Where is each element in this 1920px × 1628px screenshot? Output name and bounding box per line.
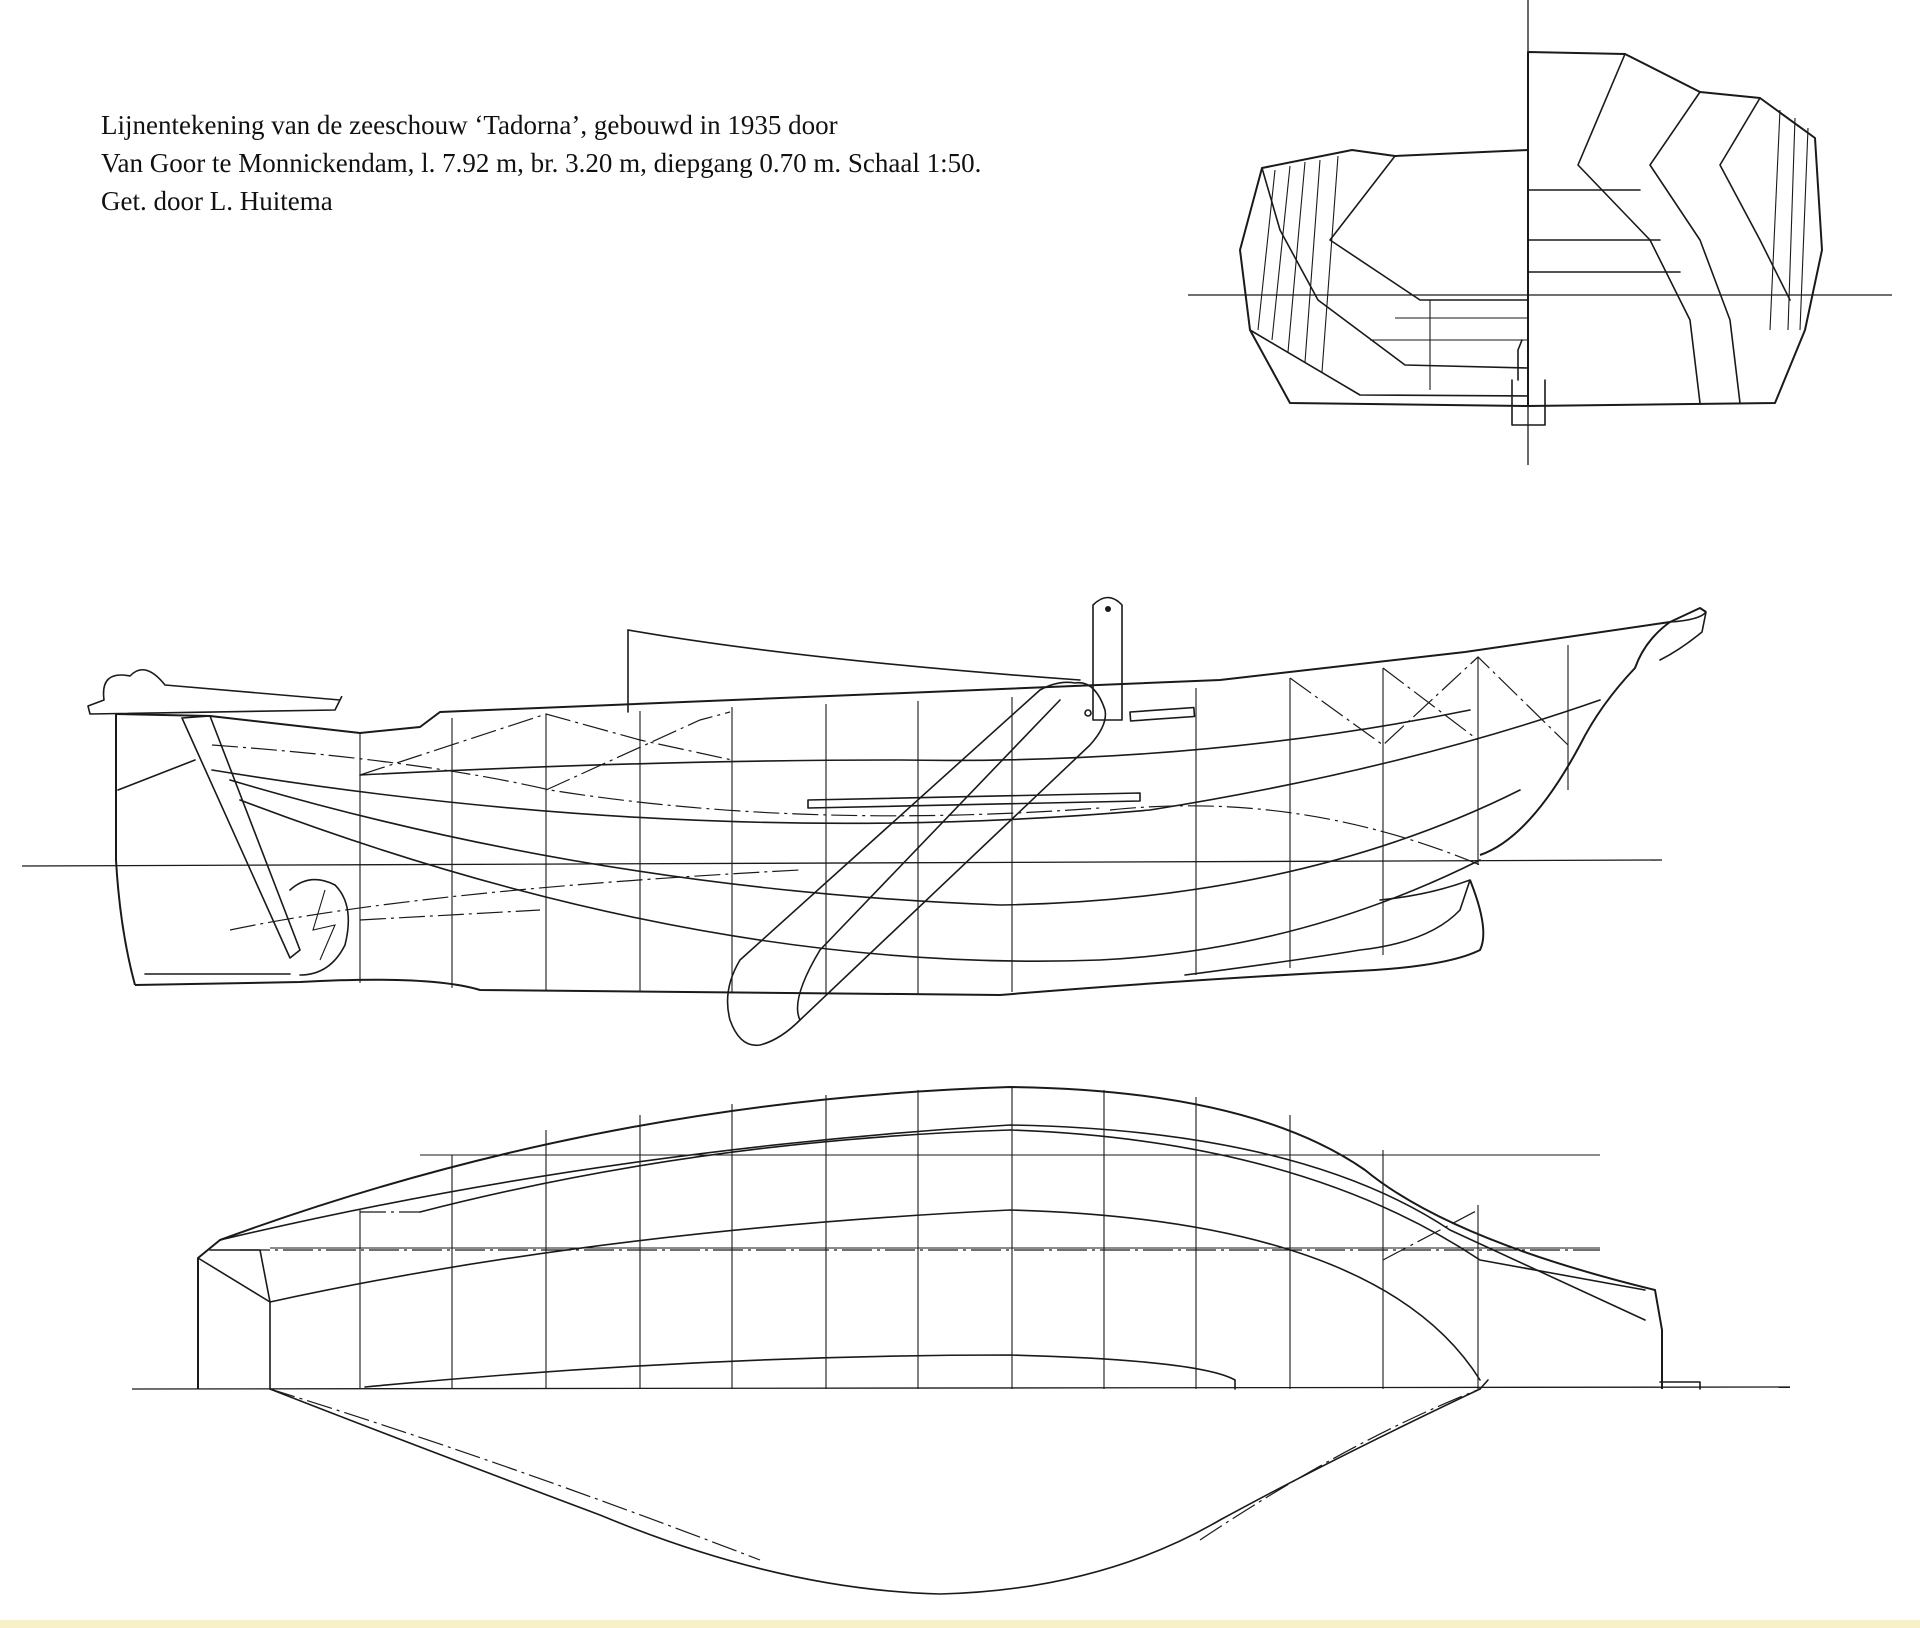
rudder-stock <box>181 715 301 959</box>
mast-tabernacle <box>1092 596 1123 721</box>
profile-waterline <box>21 859 1663 867</box>
stern-hatch-5 <box>1321 155 1339 373</box>
rudder-hinge <box>312 889 336 961</box>
profile-diagonal-4 <box>1289 656 1569 746</box>
profile-diagonal-8 <box>1109 805 1481 866</box>
bow-foot-mark <box>1659 1381 1701 1390</box>
bow-section-2 <box>1649 91 1741 404</box>
stern-hatch-3 <box>1287 161 1306 353</box>
caption-line-3: Get. door L. Huitema <box>101 186 333 216</box>
rubbing-strake <box>807 792 1141 809</box>
keel-line <box>134 879 1485 996</box>
midship-section-outline <box>1239 51 1823 407</box>
bow-hatch-1 <box>1769 109 1781 331</box>
bow-section-3 <box>1719 97 1791 301</box>
underwater-diagonal-curve <box>269 1388 1481 1595</box>
rudder-blade <box>289 878 350 976</box>
profile-diagonal-5 <box>1382 667 1479 741</box>
transom-plan-inner <box>209 1249 271 1303</box>
chine-line <box>269 1209 1481 1381</box>
profile-buttock-1 <box>359 709 1471 776</box>
profile-diagonal-2 <box>359 713 733 776</box>
rudder-stub <box>1517 339 1523 381</box>
tiller-top <box>87 668 343 715</box>
profile-waterline-curve-3 <box>239 799 1481 962</box>
deck-outline <box>197 1086 1663 1389</box>
half-breadth-centerline <box>131 1386 1791 1390</box>
rudder-arm <box>117 759 196 791</box>
bottom-flat <box>364 1354 1236 1390</box>
stern-section-1 <box>1329 155 1529 301</box>
stern-section-2 <box>1261 167 1529 369</box>
tabernacle-bolt <box>1084 709 1092 717</box>
deck-inner-line <box>419 1129 1011 1213</box>
stem-foot-mark <box>1479 1379 1489 1390</box>
keel-stub <box>1511 379 1546 426</box>
half-breadth-view <box>131 1086 1791 1595</box>
transom-plan <box>197 1257 271 1390</box>
bow-hatch-2 <box>1787 117 1796 331</box>
profile-diagonal-1 <box>211 744 1101 817</box>
caption-line-1: Lijnentekening van de zeeschouw ‘Tadorna… <box>101 110 838 140</box>
bow-knee <box>1659 611 1707 661</box>
bow-hatch-3 <box>1799 127 1809 331</box>
transom <box>115 714 136 986</box>
leeboard-outline <box>726 681 1107 1047</box>
page-edge <box>0 1620 1920 1628</box>
profile-diagonal-3 <box>545 711 731 791</box>
leeboard-inner <box>796 699 1061 1021</box>
bow-section-1 <box>1577 53 1701 404</box>
underwater-diagonal-dash-2 <box>1199 1388 1481 1541</box>
sheer-plan-line <box>219 1124 1646 1321</box>
body-plan-view <box>1188 0 1892 465</box>
bow-stem-profile <box>1479 621 1671 856</box>
profile-diagonal-6 <box>359 909 541 921</box>
drawing-caption: Lijnentekening van de zeeschouw ‘Tadorna… <box>101 106 981 220</box>
profile-waterline-curve-1 <box>211 699 1601 825</box>
profile-waterline-curve-2 <box>229 779 1521 906</box>
sheer-line <box>115 607 1707 734</box>
stern-hatch-4 <box>1304 159 1321 363</box>
stern-section-3 <box>1249 329 1529 397</box>
caption-line-2: Van Goor te Monnickendam, l. 7.92 m, br.… <box>101 148 982 178</box>
profile-diagonal-7 <box>229 869 801 931</box>
stern-hatch-2 <box>1271 165 1291 341</box>
profile-view <box>21 596 1707 1047</box>
deck-cleat <box>1129 706 1196 722</box>
mast-pin <box>1105 606 1111 612</box>
underwater-diagonal-dash-1 <box>269 1388 761 1561</box>
skeg <box>1184 879 1471 976</box>
plan-diagonal-2 <box>1382 1209 1479 1261</box>
deck-inner-line-fwd <box>1009 1129 1646 1291</box>
stern-hatch-1 <box>1257 169 1276 331</box>
cabin-roof <box>627 629 1081 681</box>
